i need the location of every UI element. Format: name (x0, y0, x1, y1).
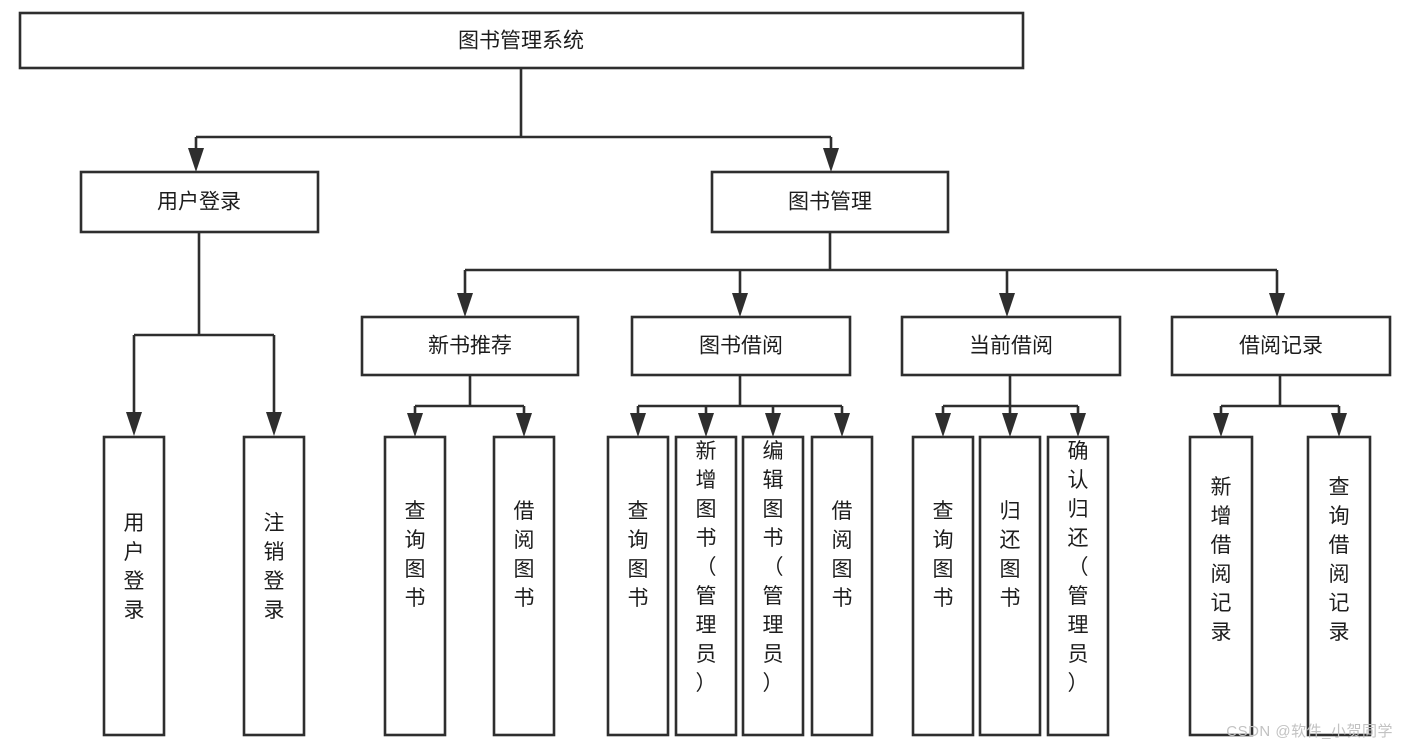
leaf-newbook-borrow-box[interactable] (492, 435, 556, 737)
node-book-borrow-box[interactable] (630, 315, 852, 377)
leaf-node[interactable]: 借阅图书 (492, 435, 556, 737)
node-current-borrow[interactable]: 当前借阅 (900, 315, 1122, 377)
leaf-borrow-add-box[interactable] (674, 435, 738, 737)
node-root-label: 图书管理系统 (458, 30, 584, 53)
node-new-book-recommend-box[interactable] (360, 315, 580, 377)
leaf-user-login-label: 用户登录 (124, 512, 145, 622)
arrowhead-to-borrow (732, 293, 748, 317)
leaf-borrow-do-box[interactable] (810, 435, 874, 737)
node-user-login-label: 用户登录 (157, 191, 241, 214)
node-book-management[interactable]: 图书管理 (710, 170, 950, 234)
arrowhead-current-leaf-1 (935, 413, 951, 437)
leaf-current-confirm-box[interactable] (1046, 435, 1110, 737)
leaf-node[interactable]: 借阅图书 (810, 435, 874, 737)
arrowhead-userlogin-leaf-1 (126, 412, 142, 436)
leaf-node[interactable]: 查询借阅记录 (1306, 435, 1372, 737)
leaf-current-return-label: 归还图书 (1000, 500, 1021, 610)
node-borrow-record-label: 借阅记录 (1239, 335, 1323, 358)
leaf-newbook-query-label: 查询图书 (405, 500, 426, 610)
leaf-logout-label: 注销登录 (264, 512, 285, 622)
node-new-book-recommend[interactable]: 新书推荐 (360, 315, 580, 377)
leaf-newbook-query-box[interactable] (383, 435, 447, 737)
leaf-logout-box[interactable] (242, 435, 306, 737)
arrowhead-newbook-leaf-1 (407, 413, 423, 437)
csdn-watermark: CSDN @软件_小贺同学 (1226, 723, 1393, 740)
leaf-node[interactable]: 查询图书 (383, 435, 447, 737)
arrowhead-to-record (1269, 293, 1285, 317)
leaf-node[interactable]: 新增图书（管理员） (674, 435, 738, 737)
leaf-borrow-do-label: 借阅图书 (832, 500, 853, 610)
arrowhead-userlogin-leaf-2 (266, 412, 282, 436)
arrowhead-current-leaf-2 (1002, 413, 1018, 437)
arrowhead-borrow-leaf-3 (765, 413, 781, 437)
leaf-current-query-box[interactable] (911, 435, 975, 737)
leaf-borrow-edit-label: 编辑图书（管理员） (763, 440, 784, 695)
arrowhead-borrow-leaf-2 (698, 413, 714, 437)
node-borrow-record[interactable]: 借阅记录 (1170, 315, 1392, 377)
leaf-borrow-query-label: 查询图书 (628, 500, 649, 610)
leaf-borrow-query-box[interactable] (606, 435, 670, 737)
leaf-node[interactable]: 用户登录 (102, 435, 166, 737)
leaf-record-query-box[interactable] (1306, 435, 1372, 737)
node-root-system[interactable]: 图书管理系统 (18, 11, 1025, 70)
node-book-borrow[interactable]: 图书借阅 (630, 315, 852, 377)
leaf-record-query-label: 查询借阅记录 (1329, 476, 1350, 644)
arrowhead-to-current (999, 293, 1015, 317)
leaf-node[interactable]: 查询图书 (606, 435, 670, 737)
leaf-record-add-box[interactable] (1188, 435, 1254, 737)
arrowhead-record-leaf-1 (1213, 413, 1229, 437)
arrowhead-current-leaf-3 (1070, 413, 1086, 437)
arrowhead-borrow-leaf-4 (834, 413, 850, 437)
node-new-book-recommend-label: 新书推荐 (428, 335, 512, 358)
node-user-login[interactable]: 用户登录 (79, 170, 320, 234)
arrowhead-to-newbook (457, 293, 473, 317)
leaf-current-confirm-label: 确认归还（管理员） (1068, 440, 1089, 695)
leaf-node[interactable]: 编辑图书（管理员） (741, 435, 805, 737)
leaf-current-query-label: 查询图书 (933, 500, 954, 610)
node-current-borrow-label: 当前借阅 (969, 335, 1053, 358)
leaf-newbook-borrow-label: 借阅图书 (514, 500, 535, 610)
leaf-node[interactable]: 查询图书 (911, 435, 975, 737)
arrowhead-borrow-leaf-1 (630, 413, 646, 437)
node-current-borrow-box[interactable] (900, 315, 1122, 377)
arrowhead-newbook-leaf-2 (516, 413, 532, 437)
edge-group (132, 68, 1341, 414)
leaf-user-login-box[interactable] (102, 435, 166, 737)
leaf-record-add-label: 新增借阅记录 (1211, 476, 1232, 644)
arrowhead-to-book-mgmt (823, 148, 839, 172)
leaf-current-return-box[interactable] (978, 435, 1042, 737)
leaf-borrow-add-label: 新增图书（管理员） (696, 440, 717, 695)
node-book-borrow-label: 图书借阅 (699, 335, 783, 358)
leaf-node[interactable]: 归还图书 (978, 435, 1042, 737)
arrowhead-to-user-login (188, 148, 204, 172)
leaf-node[interactable]: 注销登录 (242, 435, 306, 737)
node-root-box[interactable] (18, 11, 1025, 70)
node-user-login-box[interactable] (79, 170, 320, 234)
leaf-node[interactable]: 确认归还（管理员） (1046, 435, 1110, 737)
node-book-management-label: 图书管理 (788, 191, 872, 214)
node-book-management-box[interactable] (710, 170, 950, 234)
node-borrow-record-box[interactable] (1170, 315, 1392, 377)
leaf-node[interactable]: 新增借阅记录 (1188, 435, 1254, 737)
leaf-borrow-edit-box[interactable] (741, 435, 805, 737)
arrowhead-record-leaf-2 (1331, 413, 1347, 437)
